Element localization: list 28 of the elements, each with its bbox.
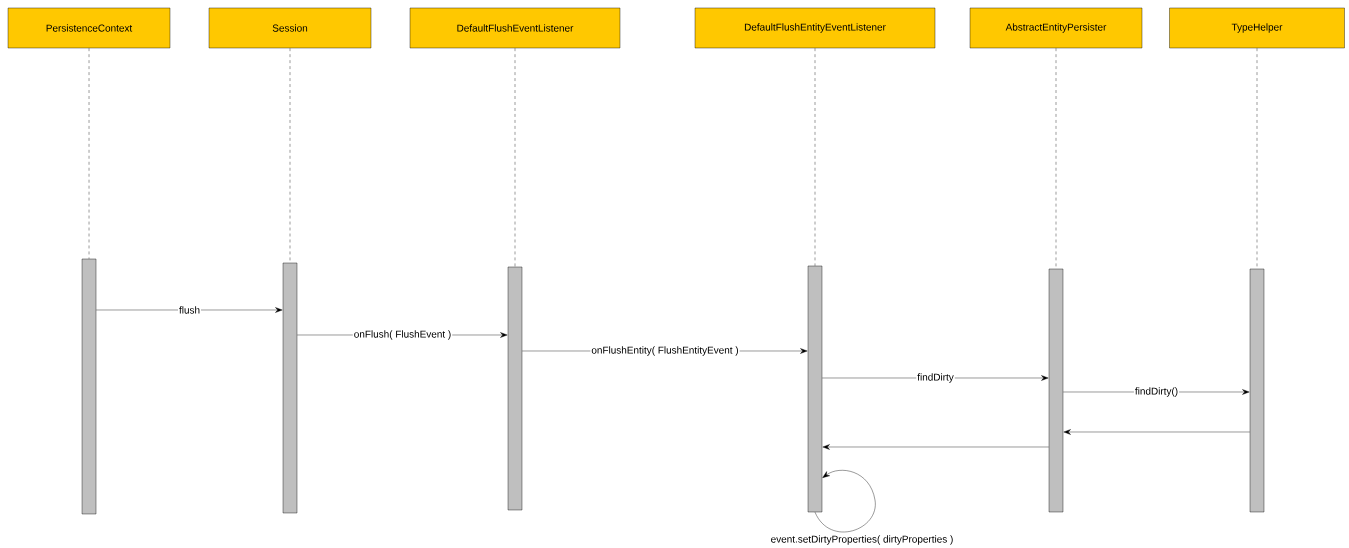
edge-label: event.setDirtyProperties( dirtyProperties ) bbox=[769, 534, 955, 546]
edge-label: onFlushEntity( FlushEntityEvent ) bbox=[590, 345, 740, 357]
lifeline-header: DefaultFlushEventListener bbox=[409, 7, 621, 49]
lifeline-header: Session bbox=[208, 7, 372, 49]
activation-bar bbox=[1048, 268, 1064, 513]
lifeline-header: PersistenceContext bbox=[7, 7, 171, 49]
edge-label: findDirty bbox=[916, 372, 955, 384]
activation-bar bbox=[807, 265, 823, 513]
lifeline bbox=[1055, 48, 1057, 269]
lifeline bbox=[814, 48, 816, 266]
lifeline bbox=[1256, 48, 1258, 269]
edge-label: flush bbox=[178, 305, 202, 315]
lifeline-header: DefaultFlushEntityEventListener bbox=[694, 7, 936, 49]
activation-bar bbox=[507, 266, 523, 511]
message-arrow bbox=[96, 307, 283, 313]
message-arrow bbox=[822, 444, 1049, 450]
activation-bar bbox=[282, 262, 298, 514]
message-arrow bbox=[1063, 429, 1250, 435]
lifeline-header: TypeHelper bbox=[1169, 7, 1345, 49]
activation-bar bbox=[81, 258, 97, 515]
lifeline bbox=[88, 48, 90, 259]
lifeline bbox=[514, 48, 516, 267]
lifeline-header: AbstractEntityPersister bbox=[969, 7, 1143, 49]
edge-label: onFlush( FlushEvent ) bbox=[352, 329, 453, 341]
lifeline bbox=[289, 48, 291, 263]
self-message-arrow bbox=[814, 470, 876, 533]
edge-label: findDirty() bbox=[1133, 386, 1180, 398]
activation-bar bbox=[1249, 268, 1265, 513]
